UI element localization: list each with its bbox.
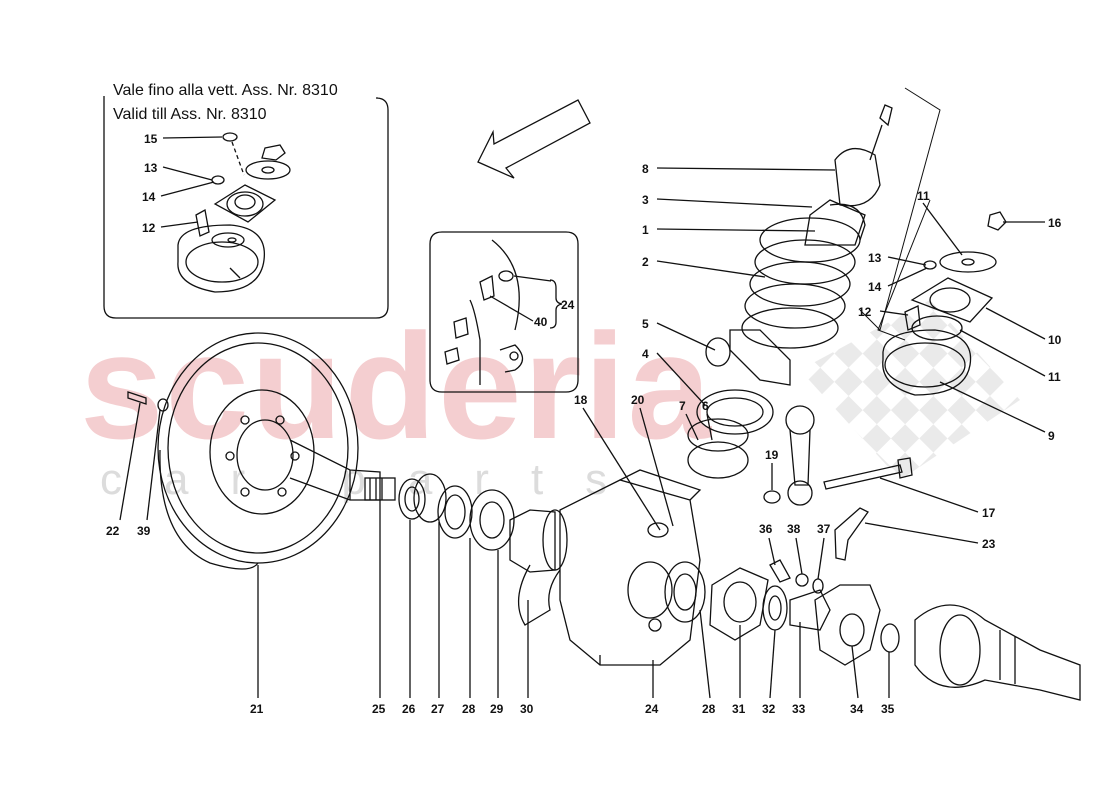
hub-carrier <box>517 469 702 666</box>
part-label-16: 16 <box>1048 216 1062 230</box>
inset-label-13: 13 <box>144 161 158 175</box>
inset-title-italian: Vale fino alla vett. Ass. Nr. 8310 <box>113 82 338 99</box>
flange-33 <box>789 589 831 631</box>
brake-disc <box>157 332 359 570</box>
part-label-1: 1 <box>642 223 649 237</box>
part-label-33: 33 <box>792 702 806 716</box>
washer-19 <box>763 490 781 504</box>
part-label-39: 39 <box>137 524 151 538</box>
seal-27a <box>413 473 447 523</box>
drive-flange-34 <box>814 584 881 666</box>
part-label-17: 17 <box>982 506 996 520</box>
part-label-35: 35 <box>881 702 895 716</box>
part-label-3: 3 <box>642 193 649 207</box>
part-label-24: 24 <box>645 702 659 716</box>
stub-axle <box>289 439 396 501</box>
stud-36 <box>769 559 791 583</box>
part-label-10: 10 <box>1048 333 1062 347</box>
part-label-26: 26 <box>402 702 416 716</box>
bearing-32 <box>762 585 788 631</box>
inset-top-mount <box>177 132 291 293</box>
part-label-29: 29 <box>490 702 504 716</box>
part-label-7: 7 <box>679 399 686 413</box>
part-label-36: 36 <box>759 522 773 536</box>
part-label-28-left: 28 <box>462 702 476 716</box>
link-rod <box>785 405 815 506</box>
nut-35 <box>880 623 900 653</box>
part-label-23: 23 <box>982 537 996 551</box>
part-label-20: 20 <box>631 393 645 407</box>
part-label-18: 18 <box>574 393 588 407</box>
shock-absorber <box>804 104 893 246</box>
detail-label-40: 40 <box>534 315 548 329</box>
part-label-38: 38 <box>787 522 801 536</box>
top-mount-right <box>882 211 1007 396</box>
part-label-32: 32 <box>762 702 776 716</box>
seal-27 <box>437 485 473 539</box>
part-label-27: 27 <box>431 702 445 716</box>
part-label-28-right: 28 <box>702 702 716 716</box>
cover-31 <box>709 567 769 641</box>
inset-label-12: 12 <box>142 221 156 235</box>
spring-seat <box>687 389 774 479</box>
part-label-9: 9 <box>1048 429 1055 443</box>
wheel-bolt <box>127 391 147 405</box>
part-label-34: 34 <box>850 702 864 716</box>
part-label-4: 4 <box>642 347 649 361</box>
part-label-2: 2 <box>642 255 649 269</box>
ring-26 <box>398 478 426 520</box>
part-label-37: 37 <box>817 522 831 536</box>
front-direction-arrow <box>477 99 591 179</box>
part-label-22: 22 <box>106 524 120 538</box>
part-label-8: 8 <box>642 162 649 176</box>
bearing-28-left <box>469 489 515 551</box>
washer-39 <box>157 398 169 412</box>
driveshaft-joint <box>914 604 1081 701</box>
part-label-5: 5 <box>642 317 649 331</box>
part-label-21: 21 <box>250 702 264 716</box>
inset-frame <box>103 96 389 319</box>
watermark-checker <box>800 300 1020 480</box>
bolt-17 <box>823 464 903 490</box>
part-label-6: 6 <box>702 399 709 413</box>
coil-spring <box>705 217 861 386</box>
detail-frame <box>429 231 579 393</box>
inset-label-15: 15 <box>144 132 158 146</box>
hub-spacer-29 <box>509 509 556 573</box>
detail-label-24: 24 <box>561 298 575 312</box>
part-label-14: 14 <box>868 280 882 294</box>
part-label-31: 31 <box>732 702 746 716</box>
part-label-12: 12 <box>858 305 872 319</box>
part-label-11-bottom: 11 <box>1048 370 1061 384</box>
inset-title-english: Valid till Ass. Nr. 8310 <box>113 106 267 123</box>
inset-label-14: 14 <box>142 190 156 204</box>
part-label-13: 13 <box>868 251 882 265</box>
part-label-11-top: 11 <box>917 189 930 203</box>
bracket-23 <box>834 507 869 561</box>
detail-bracket <box>444 239 524 385</box>
part-label-25: 25 <box>372 702 386 716</box>
nut-38 <box>795 573 809 587</box>
bearing-28-right <box>664 561 706 623</box>
part-label-30: 30 <box>520 702 534 716</box>
part-label-19: 19 <box>765 448 779 462</box>
